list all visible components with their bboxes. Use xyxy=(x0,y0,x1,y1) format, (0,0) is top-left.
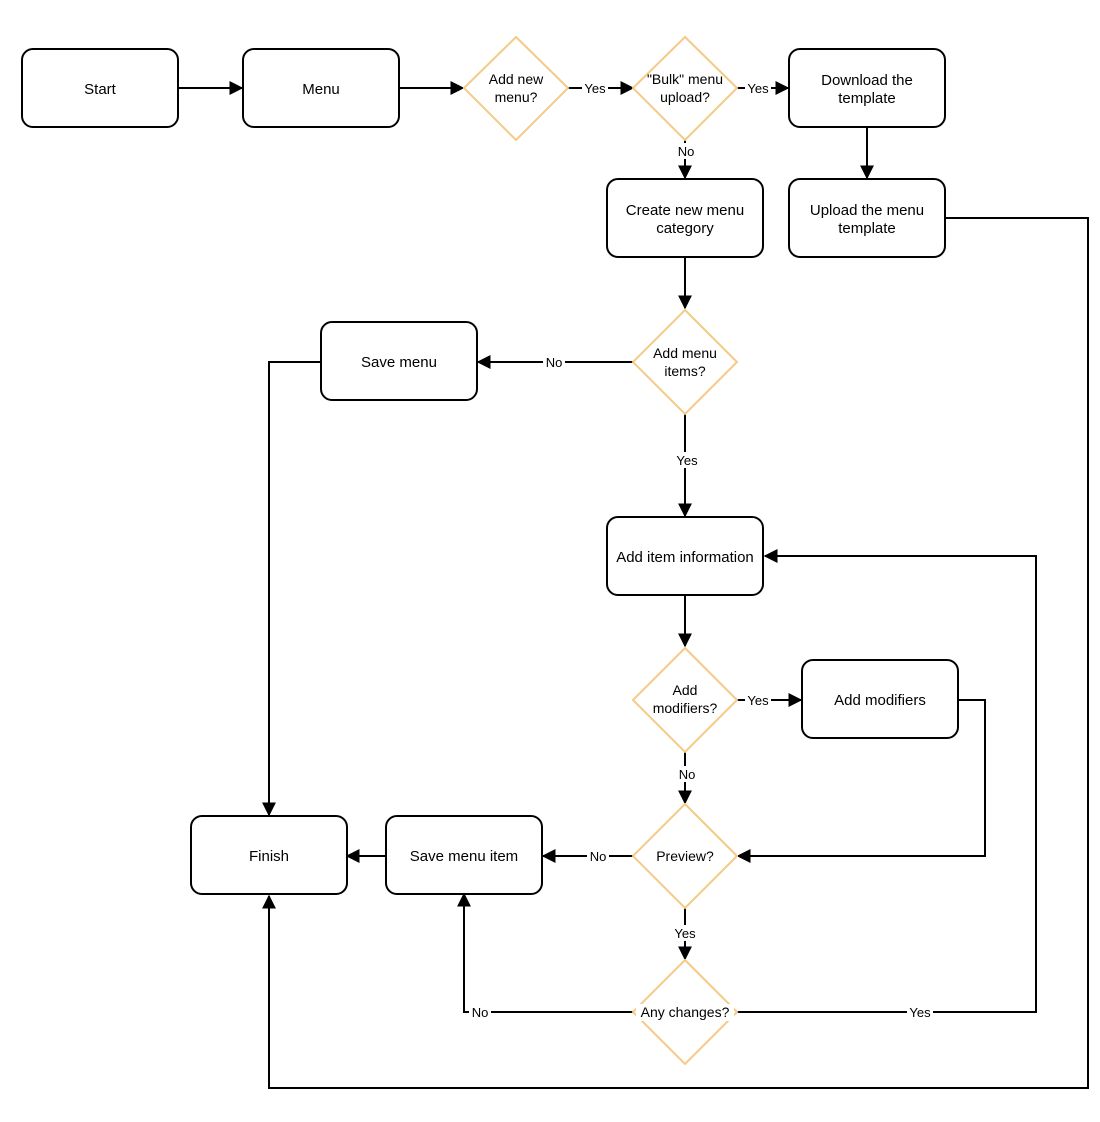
svg-text:Yes: Yes xyxy=(747,81,769,96)
label-bulk-yes: Yes xyxy=(745,80,771,96)
decision-bulk-upload: "Bulk" menu upload? xyxy=(631,35,739,142)
label-bulk-no: No xyxy=(675,143,697,159)
svg-text:upload?: upload? xyxy=(660,89,710,105)
svg-text:Start: Start xyxy=(84,81,117,98)
svg-text:Yes: Yes xyxy=(674,926,696,941)
svg-text:template: template xyxy=(838,90,896,107)
edge-upload-finish xyxy=(262,217,1089,1089)
node-start: Start xyxy=(21,48,179,128)
node-download-template: Download the template xyxy=(788,48,946,128)
decision-add-modifiers: Add modifiers? xyxy=(631,646,739,754)
svg-text:Yes: Yes xyxy=(747,693,769,708)
svg-text:Create new menu: Create new menu xyxy=(626,202,744,219)
svg-text:Menu: Menu xyxy=(302,81,340,98)
node-menu: Menu xyxy=(242,48,400,128)
svg-text:Add menu: Add menu xyxy=(653,345,717,361)
decision-add-new-menu: Add new menu? xyxy=(462,35,570,142)
svg-text:No: No xyxy=(679,767,696,782)
node-create-category: Create new menu category xyxy=(606,178,764,258)
label-changes-no: No xyxy=(469,1004,491,1020)
svg-text:Add: Add xyxy=(673,682,698,698)
label-modq-no: No xyxy=(676,766,698,782)
svg-text:items?: items? xyxy=(664,363,705,379)
edge-labels: Yes Yes No No Yes Yes No No xyxy=(469,80,933,1020)
svg-text:Any changes?: Any changes? xyxy=(641,1004,730,1020)
node-finish: Finish xyxy=(190,815,348,895)
edge-addmod-preview xyxy=(736,699,986,863)
svg-text:No: No xyxy=(678,144,695,159)
node-upload-template: Upload the menu template xyxy=(788,178,946,258)
node-add-item-info: Add item information xyxy=(606,516,764,596)
svg-text:Yes: Yes xyxy=(909,1005,931,1020)
svg-text:Download the: Download the xyxy=(821,72,913,89)
decision-add-menu-items: Add menu items? xyxy=(631,308,739,416)
edge-savemenu-finish xyxy=(262,361,321,817)
label-preview-no: No xyxy=(587,848,609,864)
svg-text:Save menu item: Save menu item xyxy=(410,848,518,865)
node-save-menu-item: Save menu item xyxy=(385,815,543,895)
svg-text:No: No xyxy=(546,355,563,370)
label-additems-yes: Yes xyxy=(674,452,700,468)
svg-text:Preview?: Preview? xyxy=(656,848,714,864)
label-addnew-yes: Yes xyxy=(582,80,608,96)
svg-text:Finish: Finish xyxy=(249,848,289,865)
label-additems-no: No xyxy=(543,354,565,370)
svg-text:"Bulk" menu: "Bulk" menu xyxy=(647,71,723,87)
node-add-modifiers: Add modifiers xyxy=(801,659,959,739)
edge-changes-iteminfo xyxy=(737,549,1037,1013)
svg-text:modifiers?: modifiers? xyxy=(653,700,718,716)
svg-text:Add modifiers: Add modifiers xyxy=(834,692,926,709)
svg-text:Upload the menu: Upload the menu xyxy=(810,202,924,219)
node-save-menu: Save menu xyxy=(320,321,478,401)
svg-text:No: No xyxy=(472,1005,489,1020)
label-modq-yes: Yes xyxy=(745,692,771,708)
svg-text:Save menu: Save menu xyxy=(361,354,437,371)
label-changes-yes: Yes xyxy=(907,1004,933,1020)
svg-text:No: No xyxy=(590,849,607,864)
svg-text:Yes: Yes xyxy=(584,81,606,96)
svg-text:template: template xyxy=(838,220,896,237)
svg-text:Add new: Add new xyxy=(489,71,544,87)
decision-any-changes: Any changes? xyxy=(631,958,739,1066)
svg-text:menu?: menu? xyxy=(495,89,538,105)
label-preview-yes: Yes xyxy=(672,925,698,941)
svg-text:category: category xyxy=(656,220,714,237)
svg-text:Yes: Yes xyxy=(676,453,698,468)
svg-text:Add item information: Add item information xyxy=(616,549,754,566)
decision-preview: Preview? xyxy=(631,802,739,910)
edge-changes-saveitem xyxy=(457,892,633,1013)
